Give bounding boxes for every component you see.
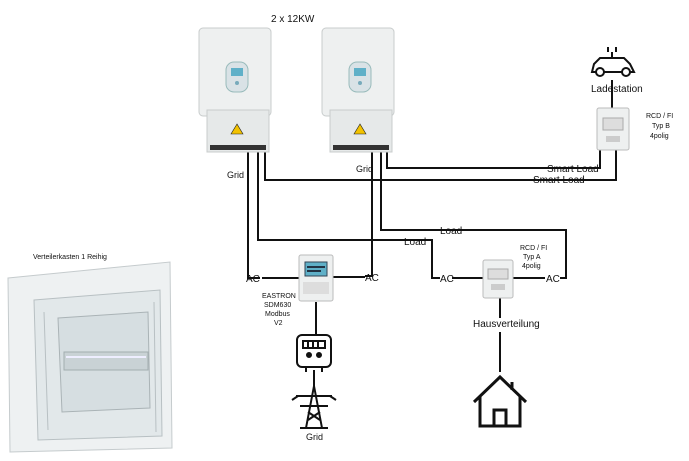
rcd-a-line2: Typ A <box>523 254 541 261</box>
rcd-b <box>596 107 630 151</box>
wires <box>247 80 617 390</box>
electricity-meter-icon <box>296 334 332 372</box>
wire-inv1-smartload <box>264 150 617 181</box>
power-pylon-icon <box>291 385 337 429</box>
ac-label-rcd-left: AC <box>440 274 454 285</box>
verteilerkasten-label: Verteilerkasten 1 Reihig <box>33 254 107 261</box>
energy-meter <box>298 254 334 302</box>
wire-inv1-grid <box>247 150 260 279</box>
meter-line4: V2 <box>274 320 283 327</box>
house-icon <box>472 374 528 428</box>
wire-inv2-load <box>380 150 567 279</box>
ev-car-icon <box>590 47 636 77</box>
ac-label-left: AC <box>246 274 260 285</box>
grid-label-left: Grid <box>227 170 244 180</box>
inverter-2 <box>321 27 395 153</box>
ac-label-rcd-right: AC <box>546 274 560 285</box>
grid-label-bottom: Grid <box>306 432 323 442</box>
meter-line2: SDM630 <box>264 302 291 309</box>
meter-line1: EASTRON <box>262 293 296 300</box>
meter-line3: Modbus <box>265 311 290 318</box>
ac-label-meter-right: AC <box>365 273 379 284</box>
rcd-a <box>482 259 514 299</box>
rcd-breaker-icon <box>482 259 514 299</box>
inverter-title: 2 x 12KW <box>271 14 315 25</box>
rcd-a-line3: 4polig <box>522 263 541 270</box>
hausverteilung-label: Hausverteilung <box>473 319 540 330</box>
wire-inv1-load <box>257 150 440 279</box>
energy-meter-icon <box>298 254 334 302</box>
inverter-icon <box>321 27 395 153</box>
rcd-breaker-icon <box>596 107 630 151</box>
smart-load-label-2: Smart Load <box>533 175 585 186</box>
wire-inv2-smartload <box>386 150 601 169</box>
inverter-1 <box>198 27 272 153</box>
inverter-icon <box>198 27 272 153</box>
smart-load-label-1: Smart Load <box>547 164 599 175</box>
grid-label-right: Grid <box>356 164 373 174</box>
ladestation-label: Ladestation <box>591 84 643 95</box>
load-label-1: Load <box>440 226 462 237</box>
load-label-2: Load <box>404 237 426 248</box>
rcd-a-line1: RCD / FI <box>520 245 547 252</box>
rcd-b-line1: RCD / FI <box>646 113 673 120</box>
rcd-b-line3: 4polig <box>650 133 669 140</box>
labels: 2 x 12KW Grid Grid Smart Load Smart Load… <box>33 14 673 442</box>
rcd-b-line2: Typ B <box>652 123 670 130</box>
distribution-box-icon <box>7 261 173 453</box>
wire-inv2-grid <box>365 150 373 277</box>
